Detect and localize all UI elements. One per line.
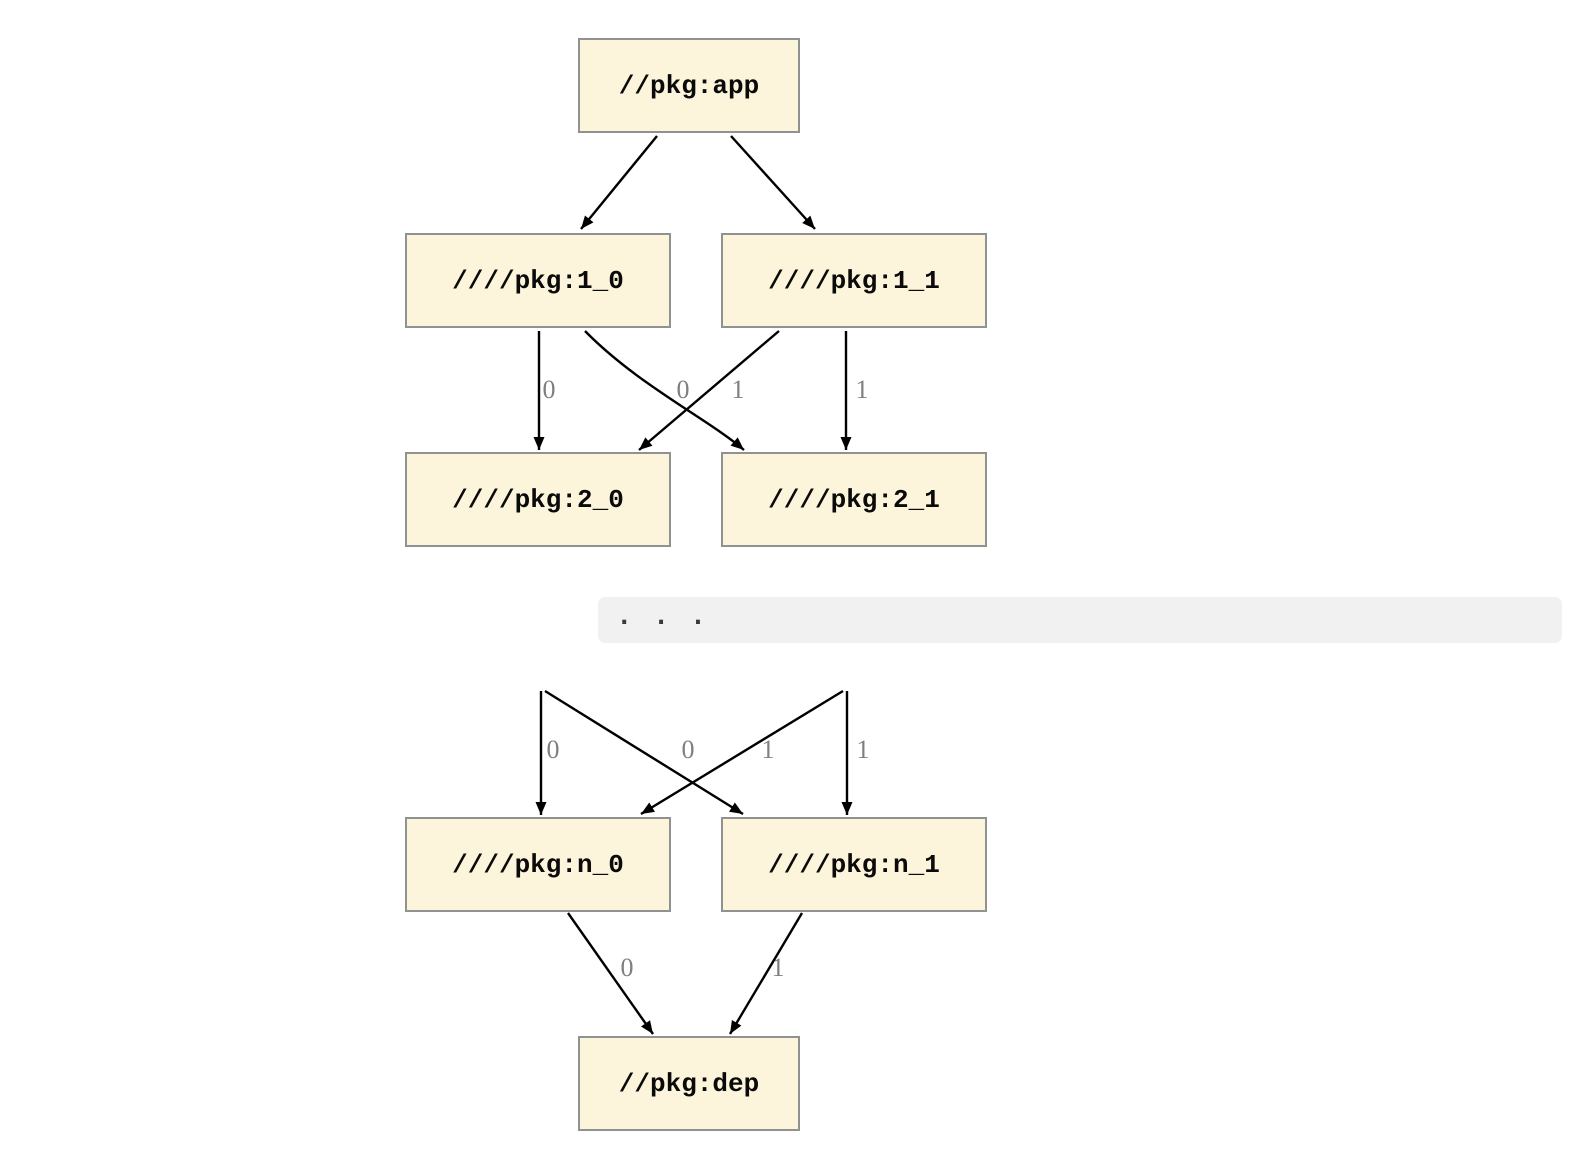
edge-label-1_0-2_1: 1	[731, 375, 745, 404]
node-pkg-n_0: ////pkg:n_0	[405, 817, 671, 912]
edge-label-n_0-dep: 0	[620, 953, 634, 982]
node-pkg-2_0: ////pkg:2_0	[405, 452, 671, 547]
edge-label-above-n_1-cross: 1	[761, 735, 775, 764]
node-pkg-n_0-label: ////pkg:n_0	[452, 849, 624, 880]
node-pkg-app-label: //pkg:app	[618, 70, 760, 101]
edge-above-to-n_0-cross	[640, 689, 844, 816]
node-pkg-2_1: ////pkg:2_1	[721, 452, 987, 547]
edge-1_1-to-2_0	[638, 330, 780, 451]
edge-label-n_1-dep: 1	[771, 953, 785, 982]
edge-app-to-1_1	[730, 135, 816, 230]
edge-app-to-1_0	[580, 135, 658, 230]
edge-1_0-to-2_1	[584, 330, 745, 451]
edge-label-above-n_0-cross: 0	[681, 735, 695, 764]
node-pkg-1_0: ////pkg:1_0	[405, 233, 671, 328]
node-pkg-2_0-label: ////pkg:2_0	[452, 484, 624, 515]
node-pkg-dep-label: //pkg:dep	[618, 1068, 760, 1099]
node-pkg-dep: //pkg:dep	[578, 1036, 800, 1131]
node-pkg-1_0-label: ////pkg:1_0	[452, 265, 624, 296]
node-pkg-2_1-label: ////pkg:2_1	[768, 484, 940, 515]
node-pkg-1_1-label: ////pkg:1_1	[768, 265, 940, 296]
edge-label-1_1-2_1: 1	[855, 375, 869, 404]
edge-label-above-n_0-straight: 0	[546, 735, 560, 764]
node-pkg-1_1: ////pkg:1_1	[721, 233, 987, 328]
node-pkg-n_1-label: ////pkg:n_1	[768, 849, 940, 880]
edge-label-1_1-2_0: 0	[676, 375, 690, 404]
edge-label-above-n_1-straight: 1	[856, 735, 870, 764]
edge-n_0-to-dep	[567, 912, 654, 1035]
node-pkg-n_1: ////pkg:n_1	[721, 817, 987, 912]
ellipsis-separator: . . .	[598, 597, 1562, 643]
ellipsis-dots: . . .	[617, 602, 710, 630]
node-pkg-app: //pkg:app	[578, 38, 800, 133]
edge-label-1_0-2_0: 0	[542, 375, 556, 404]
edge-above-to-n_1-cross	[544, 689, 744, 816]
edge-n_1-to-dep	[728, 912, 804, 1035]
